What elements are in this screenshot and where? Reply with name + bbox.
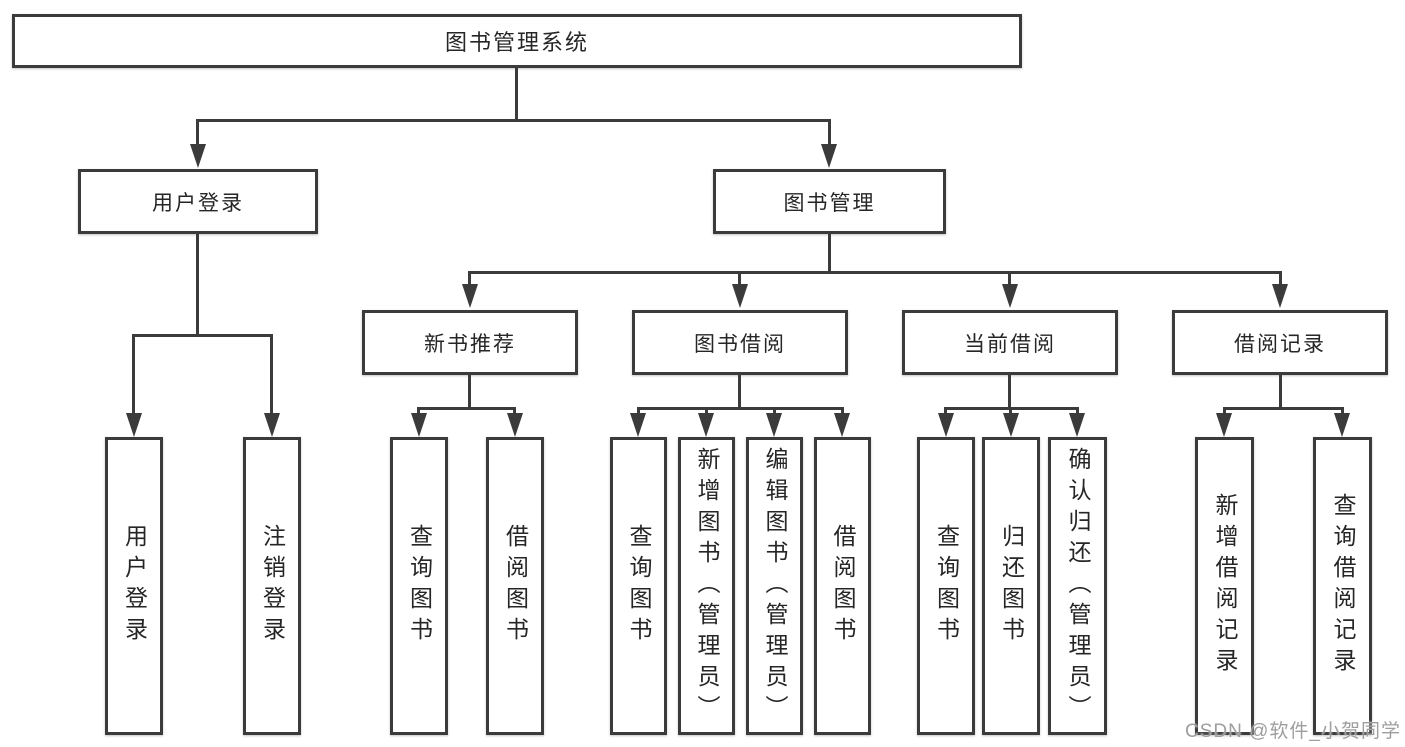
arrowhead-leaf-icon	[411, 413, 427, 437]
arrowhead-leaf-icon	[1334, 413, 1350, 437]
node-label: 图书管理系统	[444, 30, 589, 55]
connector-level3-splitter	[468, 271, 1282, 274]
node-label: 查询图书	[626, 524, 652, 648]
node-return-books: 归还图书	[982, 437, 1040, 735]
node-label: 新书推荐	[424, 332, 516, 356]
connector-root-stem	[515, 68, 518, 122]
node-label: 查询借阅记录	[1330, 493, 1356, 679]
arrowhead-leaf-icon	[1216, 413, 1232, 437]
node-borrow-books-recommend: 借阅图书	[486, 437, 544, 735]
connector-to-user-login	[196, 119, 199, 146]
connector-leaf	[513, 407, 516, 417]
arrowhead-borrow-records-icon	[1272, 284, 1288, 308]
node-query-books-current: 查询图书	[917, 437, 975, 735]
arrowhead-user-login-icon	[190, 144, 206, 168]
connector-leaf	[705, 407, 708, 417]
node-label: 查询图书	[933, 524, 960, 648]
node-label: 注销登录	[259, 524, 286, 648]
arrowhead-new-books-icon	[462, 284, 478, 308]
arrowhead-leaf-icon	[938, 413, 954, 437]
connector-book-borrow-stem	[738, 375, 741, 409]
connector-to-user-login-leaf	[132, 334, 135, 414]
connector-leaf	[773, 407, 776, 417]
connector-leaf	[1223, 407, 1226, 417]
arrowhead-user-login-leaf-icon	[126, 413, 142, 437]
node-query-books-recommend: 查询图书	[390, 437, 448, 735]
connector-leaf	[1076, 407, 1079, 417]
node-label: 用户登录	[121, 524, 148, 648]
node-logout: 注销登录	[243, 437, 301, 735]
node-label: 新增借阅记录	[1212, 493, 1238, 679]
node-label: 查询图书	[406, 524, 433, 648]
connector-new-books-splitter	[419, 407, 515, 410]
node-label: 归还图书	[998, 524, 1025, 648]
node-borrowing-records: 借阅记录	[1172, 310, 1388, 375]
connector-user-login-splitter	[132, 334, 273, 337]
connector-leaf	[841, 407, 844, 417]
node-user-login-leaf: 用户登录	[105, 437, 163, 735]
node-label: 确认归还（管理员）	[1065, 446, 1091, 726]
node-book-management: 图书管理	[713, 169, 946, 234]
connector-leaf	[944, 407, 947, 417]
node-query-books-borrowing: 查询图书	[610, 437, 667, 735]
connector-to-borrow-records	[1279, 271, 1282, 287]
node-label: 借阅记录	[1234, 332, 1326, 356]
node-confirm-return-admin: 确认归还（管理员）	[1048, 437, 1107, 735]
connector-user-login-stem	[196, 234, 199, 336]
node-query-borrow-record: 查询借阅记录	[1313, 437, 1372, 735]
node-book-borrowing: 图书借阅	[632, 310, 848, 375]
arrowhead-leaf-icon	[630, 413, 646, 437]
connector-to-book-borrow	[738, 271, 741, 287]
arrowhead-leaf-icon	[507, 413, 523, 437]
connector-new-books-stem	[468, 375, 471, 409]
connector-leaf	[1341, 407, 1344, 417]
node-edit-books-admin: 编辑图书（管理员）	[746, 437, 803, 735]
connector-to-logout-leaf	[270, 334, 273, 414]
connector-leaf	[637, 407, 640, 417]
connector-book-borrow-splitter	[637, 407, 844, 410]
connector-borrow-records-stem	[1279, 375, 1282, 409]
arrowhead-book-management-icon	[821, 144, 837, 168]
arrowhead-leaf-icon	[698, 413, 714, 437]
arrowhead-current-borrow-icon	[1002, 284, 1018, 308]
connector-current-borrow-stem	[1008, 375, 1011, 409]
connector-to-book-management	[828, 119, 831, 146]
node-label: 借阅图书	[830, 524, 856, 648]
connector-leaf	[1009, 407, 1012, 417]
node-user-login: 用户登录	[78, 169, 318, 234]
node-label: 图书管理	[783, 191, 876, 215]
arrowhead-book-borrow-icon	[732, 284, 748, 308]
arrowhead-leaf-icon	[766, 413, 782, 437]
csdn-watermark: CSDN @软件_小贺同学	[1185, 721, 1401, 742]
node-label: 新增图书（管理员）	[694, 446, 720, 726]
node-label: 当前借阅	[964, 332, 1056, 356]
node-label: 借阅图书	[502, 524, 529, 648]
node-label: 用户登录	[152, 191, 244, 215]
node-borrow-books: 借阅图书	[814, 437, 871, 735]
node-label: 图书借阅	[694, 332, 786, 356]
node-current-borrowing: 当前借阅	[902, 310, 1118, 375]
node-label: 编辑图书（管理员）	[762, 446, 788, 726]
node-add-books-admin: 新增图书（管理员）	[678, 437, 735, 735]
connector-book-management-stem	[828, 234, 831, 274]
connector-to-current-borrow	[1008, 271, 1011, 287]
connector-borrow-records-splitter	[1223, 407, 1344, 410]
connector-to-new-books	[468, 271, 471, 287]
node-new-book-recommend: 新书推荐	[362, 310, 578, 375]
connector-leaf	[417, 407, 420, 417]
arrowhead-logout-leaf-icon	[264, 413, 280, 437]
connector-level1-splitter	[196, 119, 831, 122]
node-library-management-system: 图书管理系统	[12, 14, 1022, 68]
arrowhead-leaf-icon	[1003, 413, 1019, 437]
node-add-borrow-record: 新增借阅记录	[1195, 437, 1254, 735]
arrowhead-leaf-icon	[1069, 413, 1085, 437]
arrowhead-leaf-icon	[834, 413, 850, 437]
